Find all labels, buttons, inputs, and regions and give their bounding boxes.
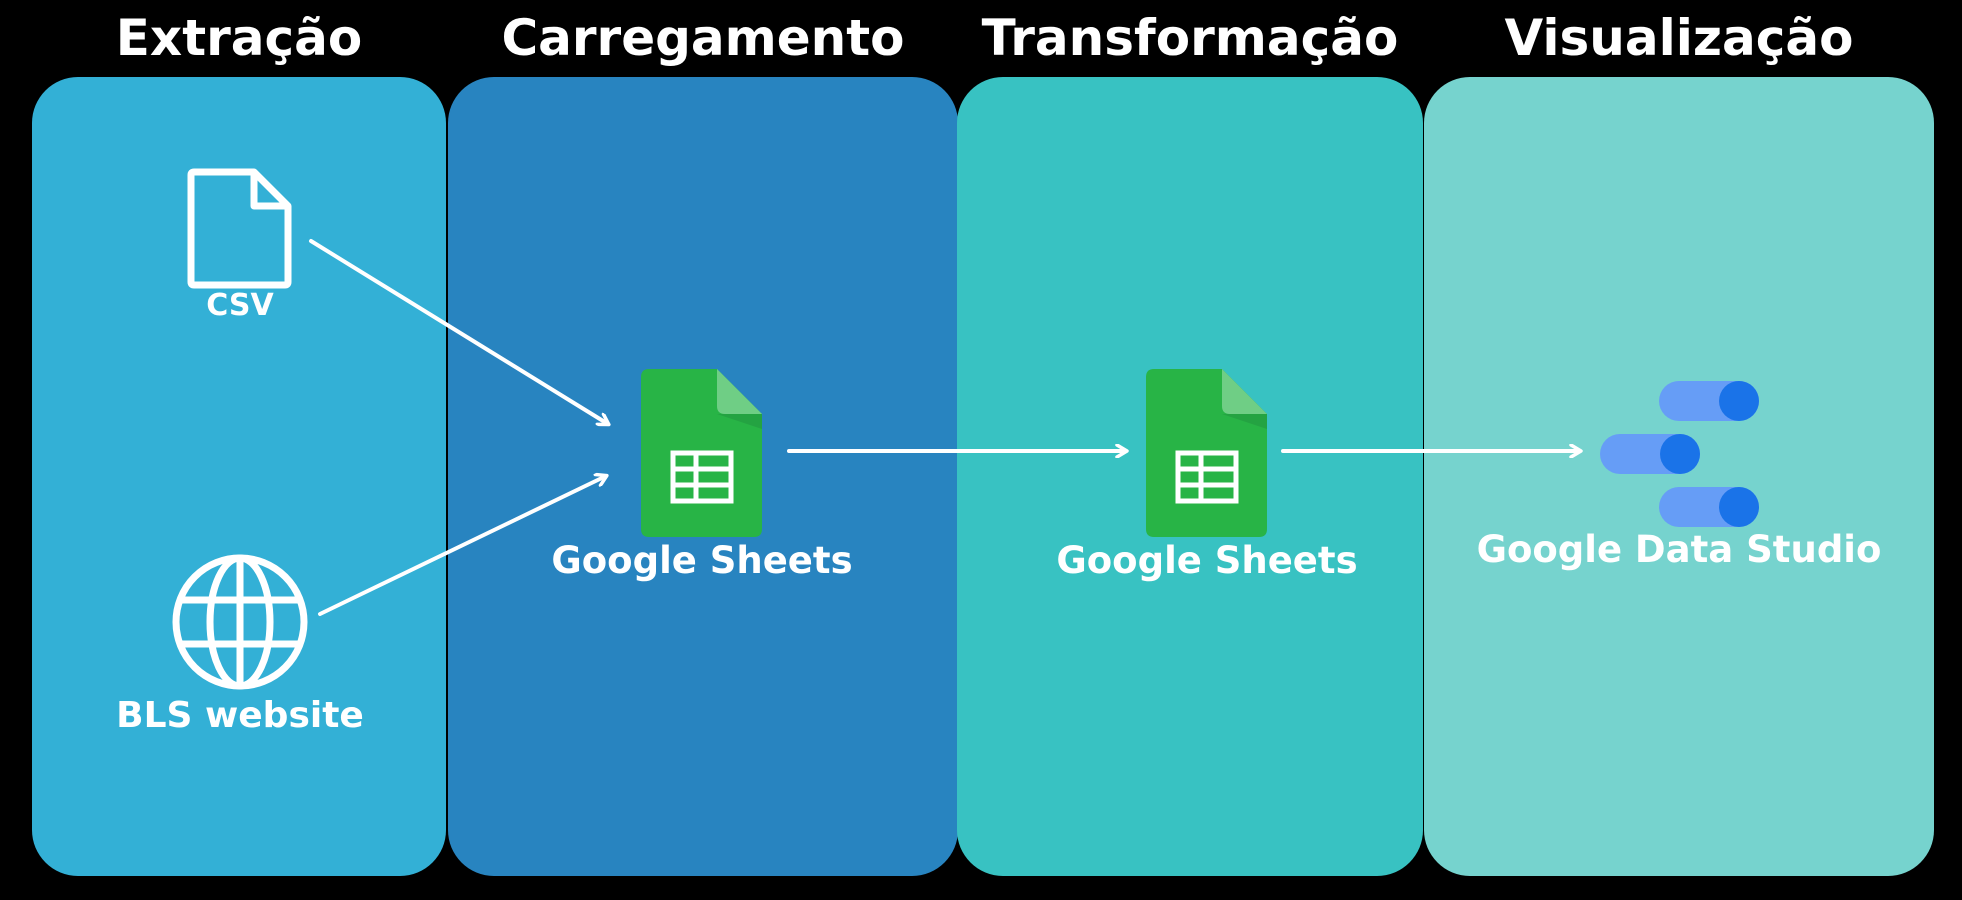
google-sheets-load-label: Google Sheets [551, 539, 853, 582]
panel-extracao [32, 77, 446, 876]
google-sheets-transform-label: Google Sheets [1056, 539, 1358, 582]
globe-icon [172, 554, 308, 690]
stage-title-visualizacao: Visualização [1504, 9, 1854, 67]
google-data-studio-icon [1600, 381, 1759, 527]
stage-title-carregamento: Carregamento [501, 9, 905, 67]
bls-website-label: BLS website [116, 695, 364, 736]
csv-label: CSV [206, 288, 274, 323]
arrow-bls-to-sheets [318, 476, 606, 616]
google-sheets-icon [1146, 369, 1267, 537]
arrow-csv-to-sheets [309, 239, 608, 424]
stage-title-extracao: Extração [115, 9, 363, 67]
google-data-studio-label: Google Data Studio [1476, 528, 1882, 571]
panel-visualizacao [1424, 77, 1934, 876]
file-icon [187, 168, 292, 289]
google-sheets-icon [641, 369, 762, 537]
stage-title-transformacao: Transformação [981, 9, 1399, 67]
